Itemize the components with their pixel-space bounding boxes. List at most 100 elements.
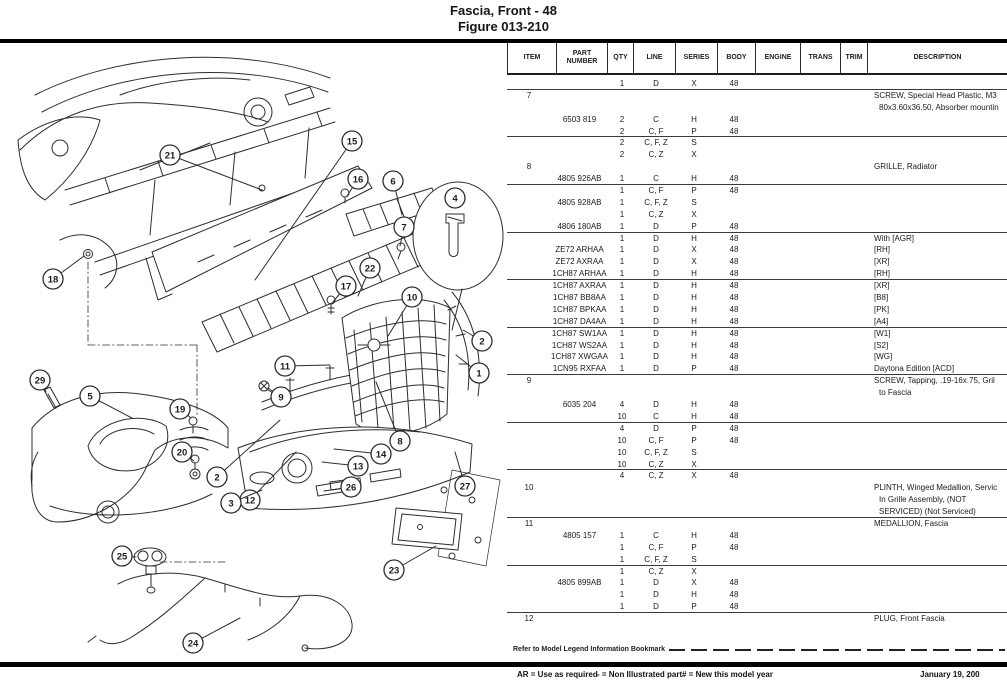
cell-engine: [756, 78, 801, 90]
cell-trans: [801, 233, 841, 245]
cell-trim: [841, 411, 868, 423]
cell-engine: [756, 566, 801, 578]
cell-qty: [608, 387, 636, 399]
cell-engine: [756, 173, 801, 185]
cell-qty: 1: [619, 530, 625, 540]
cell-description: [868, 470, 1007, 482]
cell-series: P: [691, 186, 697, 196]
cell-part-number: 1CH87 ARHAA: [552, 269, 607, 279]
cell-part-number: 1CH87 WS2AA: [551, 340, 608, 350]
cell-trans: [801, 292, 841, 304]
cell-series: H: [691, 352, 697, 362]
cell-series: X: [691, 459, 697, 469]
cell-body: [712, 566, 756, 578]
cell-trans: [801, 126, 841, 138]
cell-description: [XR]: [874, 281, 890, 291]
cell-part-number: ZE72 ARHAA: [555, 245, 604, 255]
cell-series: X: [691, 566, 697, 576]
bottom-divider-rule: [0, 662, 1007, 667]
callout-number-22: 22: [365, 263, 376, 274]
cell-trans: [801, 161, 841, 173]
cell-line: D: [653, 269, 659, 279]
cell-item: 10: [524, 483, 534, 493]
cell-body: [712, 554, 756, 566]
cell-qty: 1: [619, 590, 625, 600]
callout-number-9: 9: [278, 392, 283, 403]
cell-engine: [756, 137, 801, 149]
cell-item: [507, 554, 551, 566]
cell-part-number: 4805 928AB: [557, 197, 602, 207]
cell-qty: 2: [619, 138, 625, 148]
cell-line: C: [653, 411, 659, 421]
cell-series: P: [691, 542, 697, 552]
cell-series: [676, 102, 712, 114]
cell-trans: [801, 459, 841, 471]
cell-item: [507, 256, 551, 268]
callout-circle-24: [182, 632, 204, 654]
callout-number-13: 13: [353, 461, 364, 472]
cell-series: X: [691, 257, 697, 267]
cell-trans: [801, 399, 841, 411]
cell-part-number: 1CH87 BPKAA: [552, 304, 607, 314]
cell-engine: [756, 316, 801, 328]
cell-item: [507, 601, 551, 613]
cell-trim: [841, 423, 868, 435]
cell-qty: [608, 518, 636, 530]
cell-line: D: [653, 400, 659, 410]
cell-description: [868, 126, 1007, 138]
cell-body: [712, 137, 756, 149]
cell-description: [868, 185, 1007, 197]
cell-description: [868, 423, 1007, 435]
cell-part-number: [551, 482, 608, 494]
cell-line: D: [653, 316, 659, 326]
model-legend-note-text: Refer to Model Legend Information Bookma…: [513, 646, 666, 653]
cell-qty: 4: [619, 471, 625, 481]
cell-line: C, F, Z: [644, 447, 668, 457]
cell-body: 48: [729, 174, 739, 184]
cell-engine: [756, 506, 801, 518]
cell-trim: [841, 518, 868, 530]
cell-trans: [801, 423, 841, 435]
cell-series: S: [691, 447, 697, 457]
cell-item: [507, 577, 551, 589]
cell-trans: [801, 542, 841, 554]
cell-item: [507, 566, 551, 578]
cell-qty: [608, 161, 636, 173]
cell-engine: [756, 589, 801, 601]
bumper-beam-art: [145, 165, 373, 301]
cell-engine: [756, 351, 801, 363]
cell-description: [868, 221, 1007, 233]
cell-trans: [801, 185, 841, 197]
cell-qty: 4: [619, 400, 625, 410]
cell-engine: [756, 447, 801, 459]
cell-trim: [841, 114, 868, 126]
cell-body: 48: [729, 400, 739, 410]
cell-part-number: [551, 459, 608, 471]
grille-art: [341, 298, 451, 435]
cell-part-number: [551, 554, 608, 566]
cell-engine: [756, 530, 801, 542]
callout-circle-19: [169, 398, 191, 420]
cell-line: D: [653, 578, 659, 588]
cell-item: [507, 363, 551, 375]
cell-trim: [841, 280, 868, 292]
callout-circle-26: [340, 476, 362, 498]
cell-trim: [841, 613, 868, 625]
cell-qty: 10: [617, 435, 627, 445]
cell-body: 48: [729, 269, 739, 279]
cell-series: H: [691, 174, 697, 184]
cell-description: [868, 435, 1007, 447]
cell-trim: [841, 173, 868, 185]
cell-item: [507, 351, 551, 363]
cell-qty: [608, 494, 636, 506]
cell-engine: [756, 197, 801, 209]
cell-trim: [841, 256, 868, 268]
